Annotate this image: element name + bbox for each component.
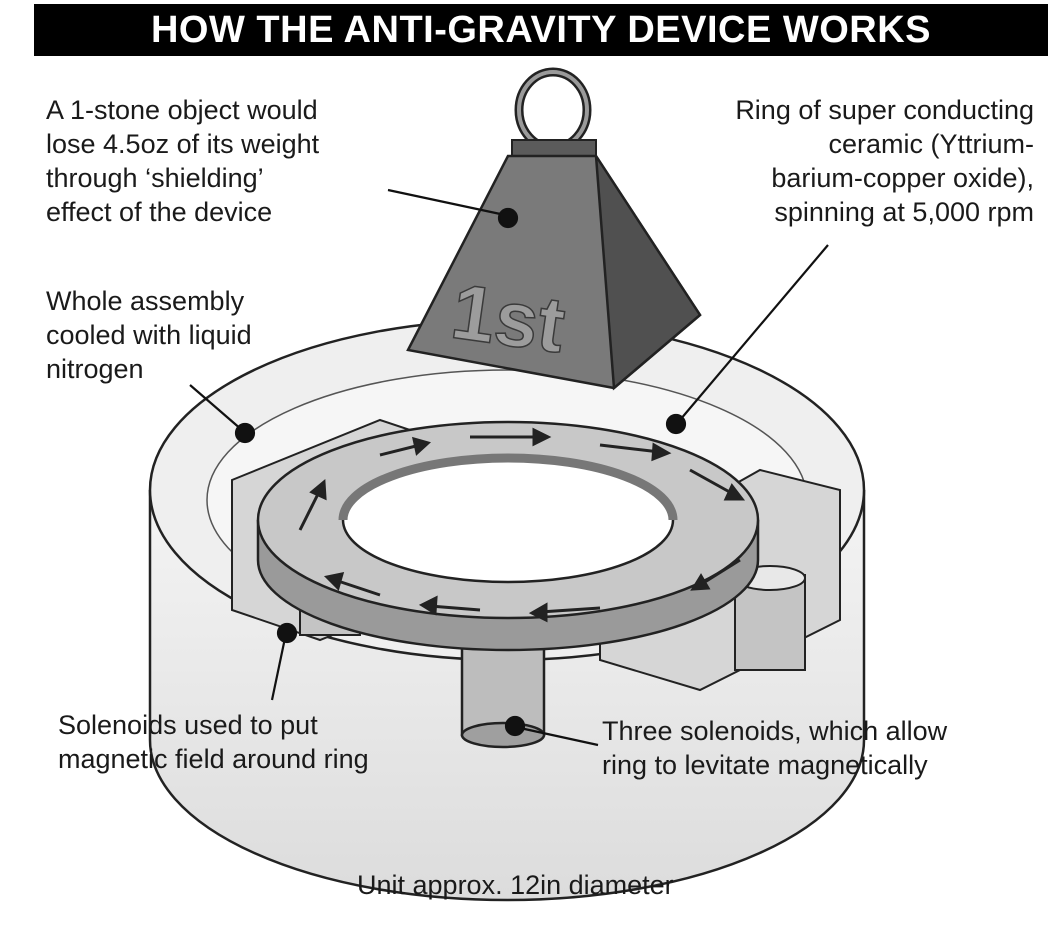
bottom-solenoid: [460, 638, 546, 749]
rotation-arrows: [298, 427, 746, 623]
weight-icon: 1st: [406, 67, 702, 391]
weight-mark: 1st: [446, 267, 570, 370]
cooling-label: Whole assembly cooled with liquid nitrog…: [46, 286, 252, 384]
diameter-footer: Unit approx. 12in diameter: [357, 870, 674, 900]
solenoids-levitate-label: Three solenoids, which allow ring to lev…: [602, 716, 948, 780]
superconducting-ring: [256, 420, 760, 652]
title-bar: HOW THE ANTI-GRAVITY DEVICE WORKS: [34, 4, 1048, 56]
solenoids-field-label: Solenoids used to put magnetic field aro…: [58, 710, 369, 774]
diagram-title: HOW THE ANTI-GRAVITY DEVICE WORKS: [150, 8, 932, 51]
leader-lines: [189, 188, 829, 747]
weight-label: A 1-stone object would lose 4.5oz of its…: [46, 95, 320, 227]
ring-label: Ring of super conducting ceramic (Yttriu…: [735, 95, 1034, 227]
